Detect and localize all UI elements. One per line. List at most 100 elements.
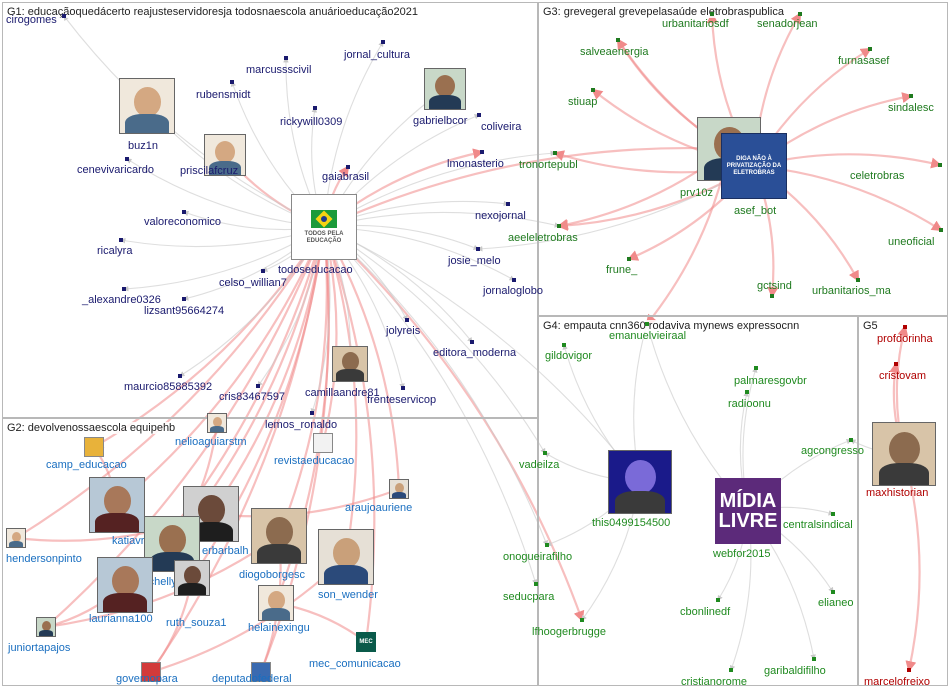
dot-icon[interactable]: [849, 438, 853, 442]
node-label-valoreconomico[interactable]: valoreconomico: [144, 216, 222, 228]
dot-icon[interactable]: [543, 451, 547, 455]
node-label-jolyreis[interactable]: jolyreis: [386, 325, 421, 337]
dot-icon[interactable]: [903, 325, 907, 329]
node-label-gildovigor[interactable]: gildovigor: [545, 350, 593, 362]
node-label-lmonasterio[interactable]: lmonasterio: [447, 158, 504, 170]
dot-icon[interactable]: [346, 165, 350, 169]
dot-icon[interactable]: [645, 322, 649, 326]
avatar-icon-erbarbalh[interactable]: [183, 486, 239, 542]
avatar-icon-maxhistorian[interactable]: [872, 422, 936, 486]
node-label-laurianna100[interactable]: laurianna100: [89, 613, 153, 625]
node-label-furnasasef[interactable]: furnasasef: [838, 55, 890, 67]
dot-icon[interactable]: [894, 362, 898, 366]
logo-icon-todoseducacao[interactable]: TODOS PELA EDUCAÇÃO: [291, 194, 357, 260]
node-label-this0499154500[interactable]: this0499154500: [592, 517, 671, 529]
node-label-salveaenergia[interactable]: salveaenergia: [580, 46, 649, 58]
avatar-icon-priscilafcruz[interactable]: [204, 134, 246, 176]
dot-icon[interactable]: [627, 257, 631, 261]
dot-icon[interactable]: [405, 318, 409, 322]
node-label-elianeo[interactable]: elianeo: [818, 597, 854, 609]
node-label-centralsindical[interactable]: centralsindical: [783, 519, 853, 531]
node-label-cbonlinedf[interactable]: cbonlinedf: [680, 606, 731, 618]
avatar-icon-michelly_l_f[interactable]: [144, 516, 200, 572]
node-label-cenevivaricardo[interactable]: cenevivaricardo: [77, 164, 155, 176]
dot-icon[interactable]: [310, 411, 314, 415]
node-label-rubensmidt[interactable]: rubensmidt: [196, 89, 251, 101]
node-label-juniortapajos[interactable]: juniortapajos: [8, 642, 71, 654]
node-label-gctsind[interactable]: gctsind: [757, 280, 792, 292]
node-label-asef_bot[interactable]: asef_bot: [734, 205, 777, 217]
node-label-deputadofederal[interactable]: deputadofederal: [212, 673, 292, 685]
logo-icon-asef_bot[interactable]: DIGA NÃO À PRIVATIZAÇÃO DA ELETROBRAS: [721, 133, 787, 199]
avatar-icon-araujoauriene[interactable]: [389, 479, 409, 499]
node-label-coliveira[interactable]: coliveira: [481, 121, 522, 133]
dot-icon[interactable]: [480, 150, 484, 154]
node-label-vadeilza[interactable]: vadeilza: [519, 459, 560, 471]
dot-icon[interactable]: [716, 598, 720, 602]
node-label-helainexingu[interactable]: helainexingu: [248, 622, 310, 634]
dot-icon[interactable]: [122, 287, 126, 291]
node-label-aeeleletrobras[interactable]: aeeleletrobras: [508, 232, 578, 244]
dot-icon[interactable]: [745, 390, 749, 394]
node-label-ruth_souza1[interactable]: ruth_souza1: [166, 617, 227, 629]
avatar-icon-son_wender[interactable]: [318, 529, 374, 585]
node-label-jornal_cultura[interactable]: jornal_cultura: [344, 49, 411, 61]
node-label-agcongresso[interactable]: agcongresso: [801, 445, 864, 457]
node-label-josie_melo[interactable]: josie_melo: [448, 255, 501, 267]
node-label-araujoauriene[interactable]: araujoauriene: [345, 502, 413, 514]
node-label-_alexandre0326[interactable]: _alexandre0326: [82, 294, 161, 306]
node-label-son_wender[interactable]: son_wender: [318, 589, 378, 601]
node-label-maxhistorian[interactable]: maxhistorian: [866, 487, 929, 499]
dot-icon[interactable]: [62, 14, 66, 18]
dot-icon[interactable]: [562, 343, 566, 347]
dot-icon[interactable]: [831, 512, 835, 516]
dot-icon[interactable]: [545, 543, 549, 547]
dot-icon[interactable]: [710, 12, 714, 16]
node-label-nexojornal[interactable]: nexojornal: [475, 210, 526, 222]
logo-icon-deputadofederal[interactable]: [251, 662, 271, 682]
node-label-palmaresgovbr[interactable]: palmaresgovbr: [734, 375, 807, 387]
dot-icon[interactable]: [938, 163, 942, 167]
node-label-lizsant95664274[interactable]: lizsant95664274: [144, 305, 225, 317]
node-label-uneoficial[interactable]: uneoficial: [888, 236, 935, 248]
avatar-icon-this0499154500[interactable]: [608, 450, 672, 514]
dot-icon[interactable]: [381, 40, 385, 44]
dot-icon[interactable]: [230, 80, 234, 84]
node-label-frune_[interactable]: frune_: [606, 264, 638, 276]
node-label-emanuelvieiraal[interactable]: emanuelvieiraal: [609, 330, 687, 342]
avatar-icon-laurianna100[interactable]: [97, 557, 153, 613]
avatar-icon-ruth_souza1[interactable]: [174, 560, 210, 596]
node-label-garibaldifilho[interactable]: garibaldifilho: [764, 665, 826, 677]
logo-icon-governopara[interactable]: [141, 662, 161, 682]
node-label-camillaandre81[interactable]: camillaandre81: [305, 387, 380, 399]
node-label-marcussscivil[interactable]: marcussscivil: [246, 64, 312, 76]
node-label-cristovam[interactable]: cristovam: [879, 370, 927, 382]
node-label-marcelofreixo[interactable]: marcelofreixo: [864, 676, 931, 688]
dot-icon[interactable]: [591, 88, 595, 92]
avatar-icon-camillaandre81[interactable]: [332, 346, 368, 382]
avatar-icon-hendersonpinto[interactable]: [6, 528, 26, 548]
dot-icon[interactable]: [907, 668, 911, 672]
dot-icon[interactable]: [401, 386, 405, 390]
node-label-gabrielbcor[interactable]: gabrielbcor: [413, 115, 468, 127]
dot-icon[interactable]: [119, 238, 123, 242]
node-label-erbarbalh[interactable]: erbarbalh: [202, 545, 249, 557]
node-label-maurcio85885392[interactable]: maurcio85885392: [124, 381, 213, 393]
dot-icon[interactable]: [313, 106, 317, 110]
node-label-mec_comunicacao[interactable]: mec_comunicacao: [309, 658, 401, 670]
dot-icon[interactable]: [909, 94, 913, 98]
dot-icon[interactable]: [770, 294, 774, 298]
dot-icon[interactable]: [125, 157, 129, 161]
dot-icon[interactable]: [506, 202, 510, 206]
node-label-hendersonpinto[interactable]: hendersonpinto: [6, 553, 82, 565]
logo-icon-mec_comunicacao[interactable]: MEC: [356, 632, 376, 652]
avatar-icon-gabrielbcor[interactable]: [424, 68, 466, 110]
dot-icon[interactable]: [812, 657, 816, 661]
dot-icon[interactable]: [754, 366, 758, 370]
node-label-sindalesc[interactable]: sindalesc: [888, 102, 934, 114]
avatar-icon-katiavroch[interactable]: [89, 477, 145, 533]
dot-icon[interactable]: [831, 590, 835, 594]
node-label-profdorinha[interactable]: profdorinha: [877, 333, 933, 345]
logo-icon-camp_educacao[interactable]: [84, 437, 104, 457]
node-label-celso_willian7[interactable]: celso_willian7: [219, 277, 287, 289]
